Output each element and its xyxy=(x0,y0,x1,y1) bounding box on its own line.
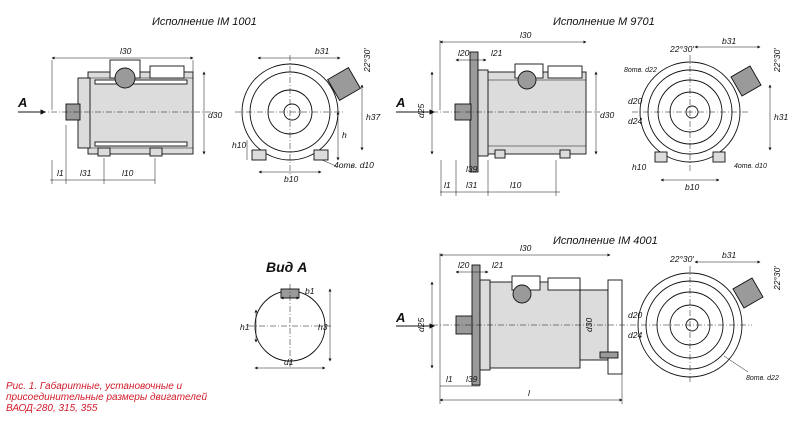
m9701-label-l30: l30 xyxy=(520,30,532,40)
im4001-label-l39: l39 xyxy=(466,374,478,384)
m9701-label-angle1: 22°30' xyxy=(669,44,694,54)
m9701-label-d30: d30 xyxy=(600,110,614,120)
m9701-label-h31: h31 xyxy=(774,112,788,122)
im4001-label-d20: d20 xyxy=(628,310,642,320)
view-im4001: Исполнение IM 4001 A l30 l20 l21 d25 d30… xyxy=(395,235,782,404)
label-l30: l30 xyxy=(120,46,132,56)
im4001-label-l30: l30 xyxy=(520,243,532,253)
im4001-arrow-a-label: A xyxy=(395,310,405,325)
view-a: Вид A b1 h1 h3 d1 xyxy=(240,259,332,370)
label-h37: h37 xyxy=(366,112,380,122)
m9701-label-l21: l21 xyxy=(491,48,503,58)
m9701-label-d24: d24 xyxy=(628,116,642,126)
im4001-label-l20: l20 xyxy=(458,260,470,270)
im4001-label-b31: b31 xyxy=(722,250,736,260)
title-m9701: Исполнение M 9701 xyxy=(553,16,655,28)
label-l10: l10 xyxy=(122,168,134,178)
title-view-a: Вид A xyxy=(266,259,307,275)
title-im4001: Исполнение IM 4001 xyxy=(553,235,658,247)
m9701-label-d25: d25 xyxy=(416,104,426,118)
im4001-label-d25: d25 xyxy=(416,318,426,332)
im4001-label-holes8: 8отв. d22 xyxy=(746,375,779,382)
m9701-arrow-a-label: A xyxy=(395,95,405,110)
label-d1: d1 xyxy=(284,357,294,367)
m9701-label-l1: l1 xyxy=(444,180,451,190)
label-h3: h3 xyxy=(318,322,328,332)
figure-caption: Рис. 1. Габаритные, установочные и присо… xyxy=(6,381,208,414)
view-m9701: Исполнение M 9701 A l30 l20 l21 d25 d30 … xyxy=(395,16,788,196)
m9701-label-l31: l31 xyxy=(466,180,478,190)
im4001-label-angle1: 22°30' xyxy=(669,254,694,264)
m9701-label-b10: b10 xyxy=(685,182,699,192)
view-im1001: Исполнение IM 1001 A l30 d30 xyxy=(17,16,380,184)
m9701-side-view xyxy=(432,51,600,173)
m9701-label-l20: l20 xyxy=(458,48,470,58)
label-l31: l31 xyxy=(80,168,92,178)
im1001-arrow-a-label: A xyxy=(17,95,27,110)
im1001-end-view xyxy=(235,55,362,175)
m9701-label-b31: b31 xyxy=(722,36,736,46)
m9701-label-l39: l39 xyxy=(466,164,478,174)
im4001-label-d24: d24 xyxy=(628,330,642,340)
label-l1: l1 xyxy=(57,168,64,178)
label-holes: 4отв. d10 xyxy=(334,160,374,170)
im4001-label-l21: l21 xyxy=(492,260,504,270)
im4001-label-angle2: 22°30' xyxy=(772,266,782,291)
label-angle: 22°30' xyxy=(362,48,372,73)
im4001-flange-view xyxy=(630,266,764,384)
label-h10: h10 xyxy=(232,140,246,150)
m9701-label-d20: d20 xyxy=(628,96,642,106)
title-im1001: Исполнение IM 1001 xyxy=(152,16,257,28)
m9701-label-holes8: 8отв. d22 xyxy=(624,67,657,74)
label-b10: b10 xyxy=(284,174,298,184)
label-d30: d30 xyxy=(208,110,222,120)
im4001-side-view xyxy=(432,264,630,386)
label-h1: h1 xyxy=(240,322,250,332)
im4001-label-l1: l1 xyxy=(446,374,453,384)
m9701-label-holes4: 4отв. d10 xyxy=(734,163,767,170)
im4001-label-l: l xyxy=(528,388,531,398)
label-b1: b1 xyxy=(305,286,315,296)
label-h: h xyxy=(342,130,347,140)
im1001-side-view xyxy=(40,59,215,157)
label-b31: b31 xyxy=(315,46,329,56)
im4001-label-d30: d30 xyxy=(584,318,594,332)
m9701-label-l10: l10 xyxy=(510,180,522,190)
m9701-label-angle2: 22°30' xyxy=(772,48,782,73)
m9701-flange-view xyxy=(632,55,762,172)
m9701-label-h10: h10 xyxy=(632,162,646,172)
